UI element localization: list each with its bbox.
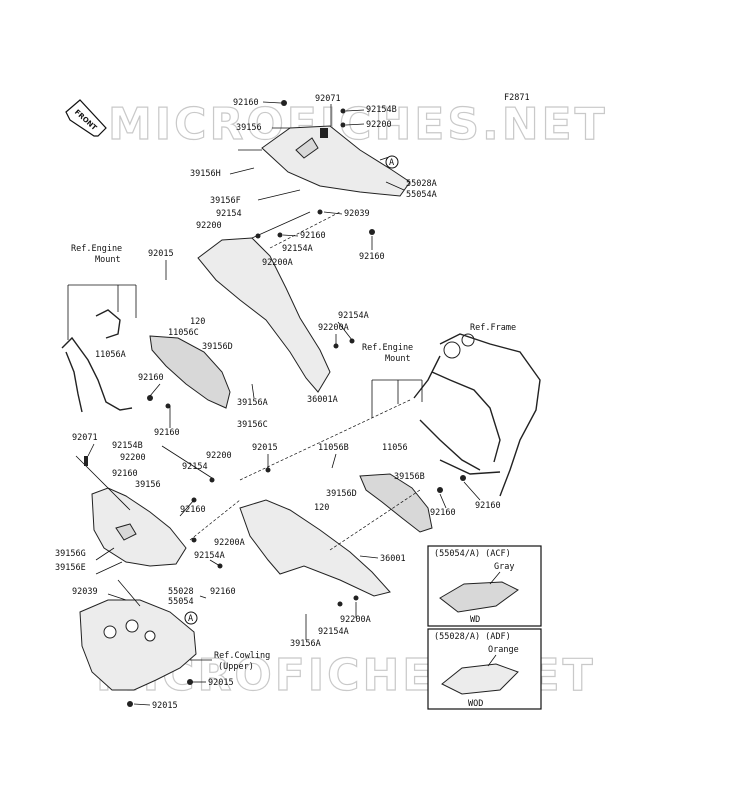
figure-code: F2871 — [504, 93, 530, 103]
label-92200a: 92200A — [340, 615, 371, 625]
front-cowl-lower — [75, 455, 187, 567]
label-92160: 92160 — [233, 98, 259, 108]
label-120: 120 — [314, 503, 329, 513]
label-11056c: 11056C — [168, 328, 199, 338]
label-92200: 92200 — [120, 453, 146, 463]
label-92015: 92015 — [152, 701, 178, 711]
label-39156c: 39156C — [237, 420, 268, 430]
ref-cowling-upper-1: Ref.Cowling — [214, 651, 270, 661]
legend-color: Gray — [494, 562, 514, 572]
label-92015: 92015 — [148, 249, 174, 259]
label-55054: 55054 — [168, 597, 194, 607]
ref-engine-mount-right-2: Mount — [385, 354, 411, 364]
label-39156h: 39156H — [190, 169, 221, 179]
label-39156: 39156 — [236, 123, 262, 133]
label-92200a: 92200A — [262, 258, 293, 268]
label-92071: 92071 — [72, 433, 98, 443]
label-92071: 92071 — [315, 94, 341, 104]
label-92200: 92200 — [196, 221, 222, 231]
engine-mount-bracket-left — [61, 284, 137, 413]
part-labels: 92160 92071 92154B 92200 39156 39156H 55… — [55, 94, 516, 711]
label-39156f: 39156F — [210, 196, 241, 206]
label-92160: 92160 — [180, 505, 206, 515]
label-92015: 92015 — [208, 678, 234, 688]
label-92160: 92160 — [300, 231, 326, 241]
front-arrow-icon: FRONT — [65, 99, 107, 137]
label-120: 120 — [190, 317, 205, 327]
label-39156: 39156 — [135, 480, 161, 490]
label-92039: 92039 — [72, 587, 98, 597]
label-92015: 92015 — [252, 443, 278, 453]
inner-panel-left — [197, 211, 331, 393]
windscreen-cowl — [238, 125, 411, 197]
fastener-dots — [84, 100, 466, 707]
side-cover-right — [359, 473, 433, 533]
label-92160: 92160 — [430, 508, 456, 518]
label-92154b: 92154B — [112, 441, 143, 451]
label-39156b: 39156B — [394, 472, 425, 482]
label-92039: 92039 — [344, 209, 370, 219]
label-11056: 11056 — [382, 443, 408, 453]
label-36001a: 36001A — [307, 395, 338, 405]
label-92154a: 92154A — [194, 551, 225, 561]
ref-engine-mount-left-2: Mount — [95, 255, 121, 265]
callout-a-top: A — [385, 155, 399, 169]
label-39156d: 39156D — [326, 489, 357, 499]
label-92200: 92200 — [206, 451, 232, 461]
label-92160: 92160 — [112, 469, 138, 479]
label-11056b: 11056B — [318, 443, 349, 453]
label-92154a: 92154A — [338, 311, 369, 321]
label-92200a: 92200A — [214, 538, 245, 548]
label-36001: 36001 — [380, 554, 406, 564]
callout-a-bottom: A — [184, 611, 198, 625]
label-92154: 92154 — [216, 209, 242, 219]
svg-text:A: A — [389, 158, 394, 168]
legend-box-gray: (55054/A) (ACF) Gray WD — [427, 545, 542, 627]
legend-header: (55054/A) (ACF) — [434, 549, 511, 559]
label-39156g: 39156G — [55, 549, 86, 559]
ref-cowling-upper-2: (Upper) — [218, 662, 254, 672]
leader-lines — [87, 101, 481, 706]
label-92200: 92200 — [366, 120, 392, 130]
label-55054a: 55054A — [406, 190, 437, 200]
frame-right — [371, 333, 541, 497]
inner-panel-right — [239, 499, 391, 597]
label-92160: 92160 — [475, 501, 501, 511]
legend-code: WD — [470, 615, 480, 625]
side-cover-left — [149, 335, 231, 409]
ref-engine-mount-left-1: Ref.Engine — [71, 244, 122, 254]
label-39156a: 39156A — [290, 639, 321, 649]
label-55028a: 55028A — [406, 179, 437, 189]
label-92154a: 92154A — [318, 627, 349, 637]
label-39156e: 39156E — [55, 563, 86, 573]
label-55028: 55028 — [168, 587, 194, 597]
legend-box-orange: (55028/A) (ADF) Orange WOD — [427, 628, 542, 710]
legend-color: Orange — [488, 645, 519, 655]
legend-header: (55028/A) (ADF) — [434, 632, 511, 642]
label-92160: 92160 — [154, 428, 180, 438]
svg-text:A: A — [188, 614, 193, 624]
label-92160: 92160 — [210, 587, 236, 597]
label-92200a: 92200A — [318, 323, 349, 333]
ref-engine-mount-right-1: Ref.Engine — [362, 343, 413, 353]
label-92160: 92160 — [359, 252, 385, 262]
label-92160: 92160 — [138, 373, 164, 383]
label-39156a: 39156A — [237, 398, 268, 408]
legend-code: WOD — [468, 699, 483, 709]
label-92154b: 92154B — [366, 105, 397, 115]
lower-cowling — [79, 579, 197, 691]
label-11056a: 11056A — [95, 350, 126, 360]
label-92154a: 92154A — [282, 244, 313, 254]
ref-frame: Ref.Frame — [470, 323, 516, 333]
label-39156d: 39156D — [202, 342, 233, 352]
